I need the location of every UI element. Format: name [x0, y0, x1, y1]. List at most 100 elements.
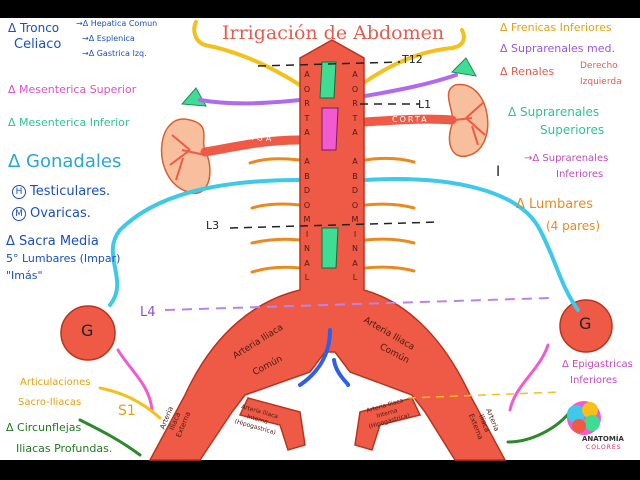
left-gonad	[60, 305, 116, 361]
gonadales-label: Δ Gonadales	[8, 151, 122, 172]
celiac-trunk	[319, 61, 337, 99]
middle-suprarenal-arteries	[198, 73, 458, 106]
aorta-letter: T	[304, 113, 310, 123]
aorta-letter: M	[351, 215, 359, 224]
hepatica-branch: →Δ Hepatica Comun	[76, 19, 158, 28]
aorta-letter: T	[352, 113, 358, 123]
median-sacral-artery	[298, 328, 351, 387]
suprarenales-inferiores-label-2: Inferiores	[556, 169, 604, 180]
aorta-letter: B	[304, 171, 310, 181]
imas-label: "Imás"	[6, 269, 43, 282]
deep-circumflex-iliac-arteries	[78, 410, 572, 457]
lumbar-arteries	[248, 156, 416, 274]
mesenterica-superior-label: Δ Mesenterica Superior	[8, 83, 137, 96]
suprarenales-superiores-label-1: Δ Suprarenales	[508, 105, 600, 119]
ovaricas-marker: M	[12, 207, 26, 221]
left-gonad-label: G	[81, 321, 94, 340]
aorta-letter: R	[352, 99, 358, 108]
circunflejas-label-2: Iliacas Profundas.	[16, 442, 113, 455]
aorta-letter: A	[304, 128, 310, 137]
right-adrenal-gland	[450, 57, 477, 77]
vertebral-level-lines	[229, 61, 441, 229]
diagram-title: Irrigación de Abdomen	[222, 22, 445, 44]
renales-label: Δ Renales	[500, 65, 555, 78]
s1-dashed-line	[407, 391, 561, 399]
renal-arteries	[200, 114, 457, 157]
testiculares-label: Testiculares.	[30, 184, 111, 199]
aorta-letter: A	[352, 258, 358, 268]
celiaco-label: Celiaco	[14, 37, 62, 52]
mesenterica-inferior-label: Δ Mesenterica Inferior	[8, 116, 130, 129]
aorta-letter: L	[352, 273, 358, 282]
aorta-letter: A	[304, 258, 310, 268]
inferior-mesenteric-artery	[321, 227, 339, 269]
esplenica-branch: →Δ Esplenica	[82, 34, 135, 43]
testiculares-marker: H	[12, 185, 26, 199]
left-kidney	[160, 118, 211, 195]
aorta-letter: N	[304, 244, 310, 253]
aorta-letter	[350, 141, 360, 156]
right-kidney	[447, 83, 489, 158]
aorta-letter: O	[303, 84, 311, 94]
aorta-letter: D	[351, 186, 359, 195]
l4-label: L4	[140, 305, 156, 320]
frenicas-inferiores-label: Δ Frenicas Inferiores	[500, 21, 612, 34]
aorta-letter: A	[352, 157, 358, 166]
gastrica-branch: →Δ Gastrica Izq.	[82, 49, 147, 58]
brand-logo	[567, 401, 601, 435]
aorta-letter	[302, 141, 312, 156]
aorta-letter: I	[353, 229, 357, 239]
l4-dashed-line	[164, 297, 551, 311]
aorta-letter: M	[303, 215, 311, 224]
inferior-epigastric-arteries	[116, 343, 550, 412]
roman-one-label: I	[496, 164, 501, 180]
epigastricas-label-1: Δ Epigastricas	[562, 359, 633, 370]
aorta-letter: A	[352, 70, 358, 79]
epigastricas-label-2: Inferiores	[570, 375, 618, 386]
suprarenales-superiores-label-2: Superiores	[540, 123, 605, 137]
t12-label: T12	[402, 53, 423, 66]
suprarenales-inferiores-label-1: →Δ Suprarenales	[524, 153, 609, 164]
renal-right-label: CORTA	[392, 115, 429, 124]
suprarenales-media-label: Δ Suprarenales med.	[500, 42, 615, 55]
aorta-letter: A	[304, 157, 310, 166]
aorta-letter: O	[351, 200, 359, 210]
left-internal-iliac-artery	[238, 397, 306, 451]
aorta-letter: A	[304, 70, 310, 79]
aorta-letter: O	[303, 200, 311, 210]
brand-line-2: COLORES	[586, 444, 622, 451]
aorta-letter: A	[352, 128, 358, 137]
articulaciones-label-2: Sacro-Iliacas	[18, 397, 82, 408]
aorta-letter: D	[303, 186, 311, 195]
inferior-phrenic-arteries	[192, 20, 466, 87]
aorta-letter: B	[352, 171, 358, 181]
l3-label: L3	[206, 219, 220, 232]
lumbares-impar-label: 5° Lumbares (Impar)	[6, 252, 121, 265]
aorta-letter: R	[304, 99, 310, 108]
cuatro-pares-label: (4 pares)	[546, 219, 601, 233]
right-internal-iliac-artery	[354, 397, 422, 451]
lumbares-label: Δ Lumbares	[516, 197, 593, 212]
renales-izquierda-label: Izquierda	[580, 77, 622, 87]
sacroiliac-arteries	[98, 386, 162, 420]
superior-mesenteric-artery	[321, 107, 339, 151]
gonadal-arteries	[108, 177, 580, 312]
aorta-letter: I	[305, 229, 309, 239]
right-gonad	[559, 299, 613, 353]
tronco-title: Δ Tronco	[8, 21, 60, 35]
s1-label: S1	[118, 403, 136, 419]
articulaciones-label-1: Articulaciones	[20, 377, 91, 388]
circunflejas-label-1: Δ Circunflejas	[6, 421, 82, 434]
renales-derecha-label: Derecho	[580, 61, 618, 71]
aorta-letter: L	[304, 273, 310, 282]
ovaricas-label: Ovaricas.	[30, 206, 91, 221]
aorta-letter: O	[351, 84, 359, 94]
sacra-media-label: Δ Sacra Media	[6, 234, 99, 249]
brand-line-1: ANATOMÍA	[582, 435, 624, 443]
l1-label: L1	[418, 98, 432, 111]
right-gonad-label: G	[579, 314, 592, 333]
